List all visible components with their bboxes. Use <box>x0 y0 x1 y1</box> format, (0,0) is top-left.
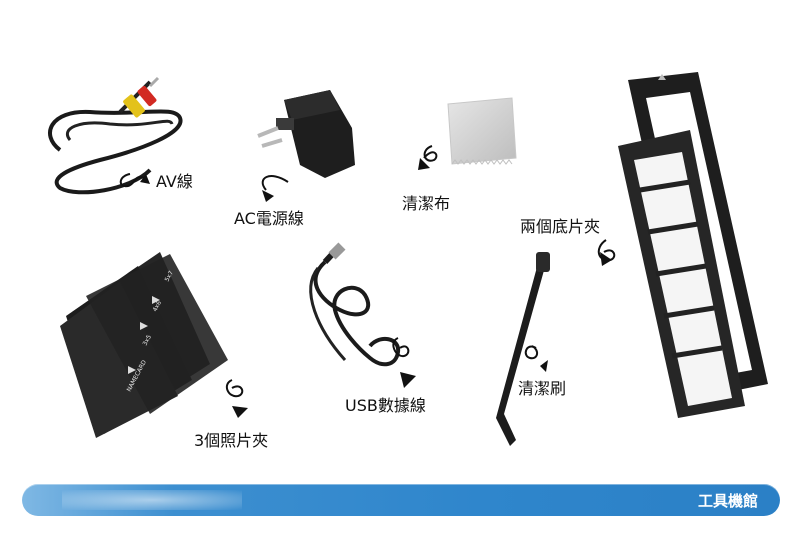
av-cable-label: AV線 <box>156 172 193 191</box>
three-holders-label: 3個照片夾 <box>194 431 269 450</box>
usb-cable-label: USB數據線 <box>345 396 426 415</box>
ac-adapter-image <box>257 90 355 178</box>
curl-arrow-icon <box>524 345 538 360</box>
holder-size-mark: 3x5 <box>142 334 154 347</box>
holder-size-mark: 4x6 <box>152 300 164 313</box>
av-cable-image <box>48 76 183 195</box>
curl-arrow-icon <box>423 145 438 162</box>
photo-holders-image <box>60 252 228 438</box>
cleaning-brush-label: 清潔刷 <box>518 379 567 398</box>
curl-arrow-icon <box>119 173 145 188</box>
cleaning-cloth-image <box>447 97 517 165</box>
cleaning-brush-image <box>496 252 550 446</box>
footer-bar: 工具機館 <box>22 484 780 516</box>
footer-glow <box>62 490 242 510</box>
footer-title: 工具機館 <box>697 492 758 510</box>
curl-arrow-icon <box>261 175 289 191</box>
curl-arrow-icon <box>225 379 244 398</box>
ac-adapter-label: AC電源線 <box>234 209 304 228</box>
film-holders-image <box>618 72 768 418</box>
two-holders-label: 兩個底片夾 <box>520 217 601 236</box>
curl-arrow-icon <box>392 337 410 358</box>
usb-cable-image <box>309 242 401 367</box>
cleaning-cloth-label: 清潔布 <box>402 194 451 213</box>
holder-size-mark: 5x7 <box>164 270 176 283</box>
